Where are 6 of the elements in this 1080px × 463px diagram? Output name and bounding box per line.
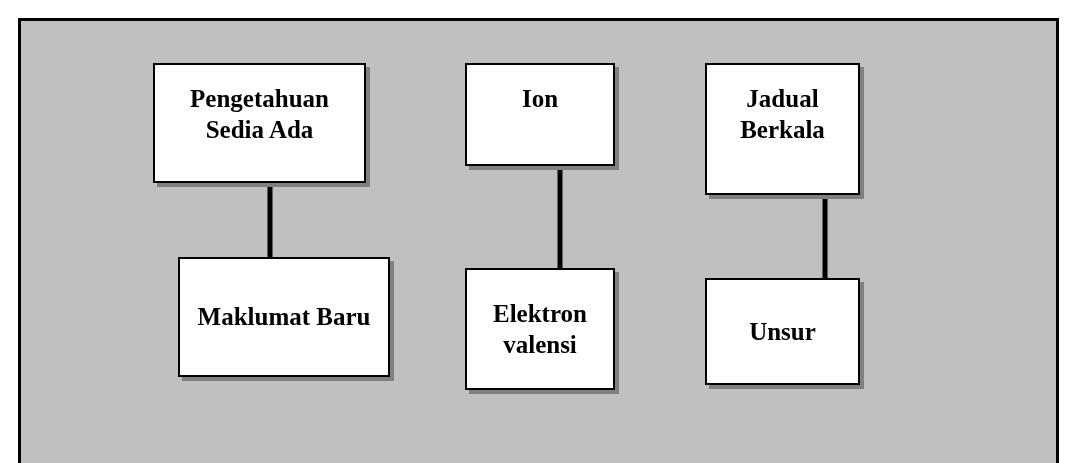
box-label: Pengetahuan Sedia Ada [189,84,330,146]
box-label: Unsur [749,316,816,347]
box-label: Maklumat Baru [197,302,371,333]
box-label: Jadual Berkala [739,84,826,146]
box-label: Ion [521,84,559,114]
box-label: Elektron valensi [492,298,588,360]
